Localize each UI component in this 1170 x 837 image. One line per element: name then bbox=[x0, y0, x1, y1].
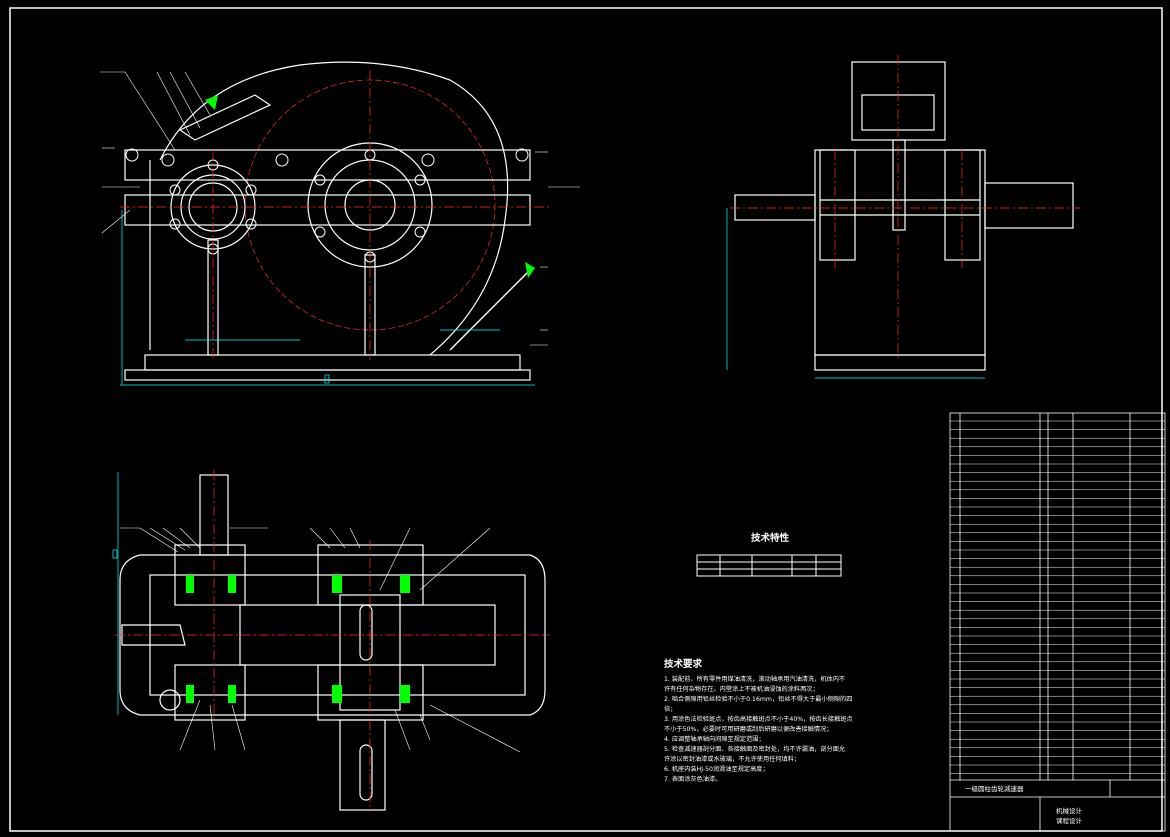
requirement-line: 3. 用涂色法检验斑点，按齿高接触斑点不小于40%，按齿长接触斑点 bbox=[664, 716, 853, 723]
requirement-line: 6. 机座内装HJ-50润滑油至规定高度； bbox=[664, 766, 769, 773]
requirement-line: 5. 检查减速器剖分面、各接触面及密封处，均不许漏油，剖分面允 bbox=[664, 746, 846, 753]
drawing-border bbox=[9, 7, 1163, 832]
drawing-name: 一级圆柱齿轮减速器 bbox=[965, 785, 1024, 793]
top-view-leaders bbox=[120, 527, 521, 753]
top-view bbox=[119, 474, 546, 811]
characteristics-title: 技术特性 bbox=[751, 533, 790, 544]
parts-list-rows bbox=[950, 420, 1165, 774]
front-view bbox=[124, 61, 531, 381]
requirement-line: 7. 表面涂灰色油漆。 bbox=[664, 776, 722, 783]
requirement-line: 2. 啮合侧隙用铅丝检验不小于0.16mm，铅丝不得大于最小侧隙的四 bbox=[664, 696, 853, 703]
requirement-line: 许涂以密封油漆或水玻璃，不允许使用任何填料； bbox=[664, 756, 801, 763]
requirement-line: 1. 装配前，所有零件用煤油清洗，滚动轴承用汽油清洗，机体内不 bbox=[664, 676, 846, 683]
requirement-line: 不小于50%，必要时可用研磨或刮后研磨以便改善接触情况； bbox=[664, 726, 833, 733]
side-view bbox=[734, 61, 1074, 371]
course-name-line2: 课程设计 bbox=[1056, 817, 1082, 825]
technical-requirements-title: 技术要求 bbox=[664, 659, 703, 670]
requirement-line: 倍； bbox=[664, 706, 677, 713]
title-block bbox=[950, 779, 1165, 831]
requirement-line: 4. 应调整轴承轴向间隙至规定范围； bbox=[664, 736, 765, 743]
parts-list-table bbox=[949, 412, 1166, 832]
front-view-dimensions bbox=[120, 210, 535, 386]
top-view-dimensions bbox=[112, 472, 119, 715]
front-view-accents bbox=[205, 95, 535, 278]
front-view-centerlines bbox=[120, 70, 550, 360]
top-view-bearings bbox=[186, 575, 410, 703]
characteristics-table bbox=[696, 554, 842, 577]
side-view-centerlines bbox=[730, 55, 1080, 360]
front-view-leaders bbox=[100, 71, 580, 346]
course-name-line1: 机械设计 bbox=[1056, 807, 1082, 815]
side-view-dimensions bbox=[726, 208, 985, 379]
requirement-line: 许有任何杂物存在。内壁涂上不被机油浸蚀的涂料两次； bbox=[664, 686, 819, 693]
top-view-centerlines bbox=[115, 470, 550, 812]
